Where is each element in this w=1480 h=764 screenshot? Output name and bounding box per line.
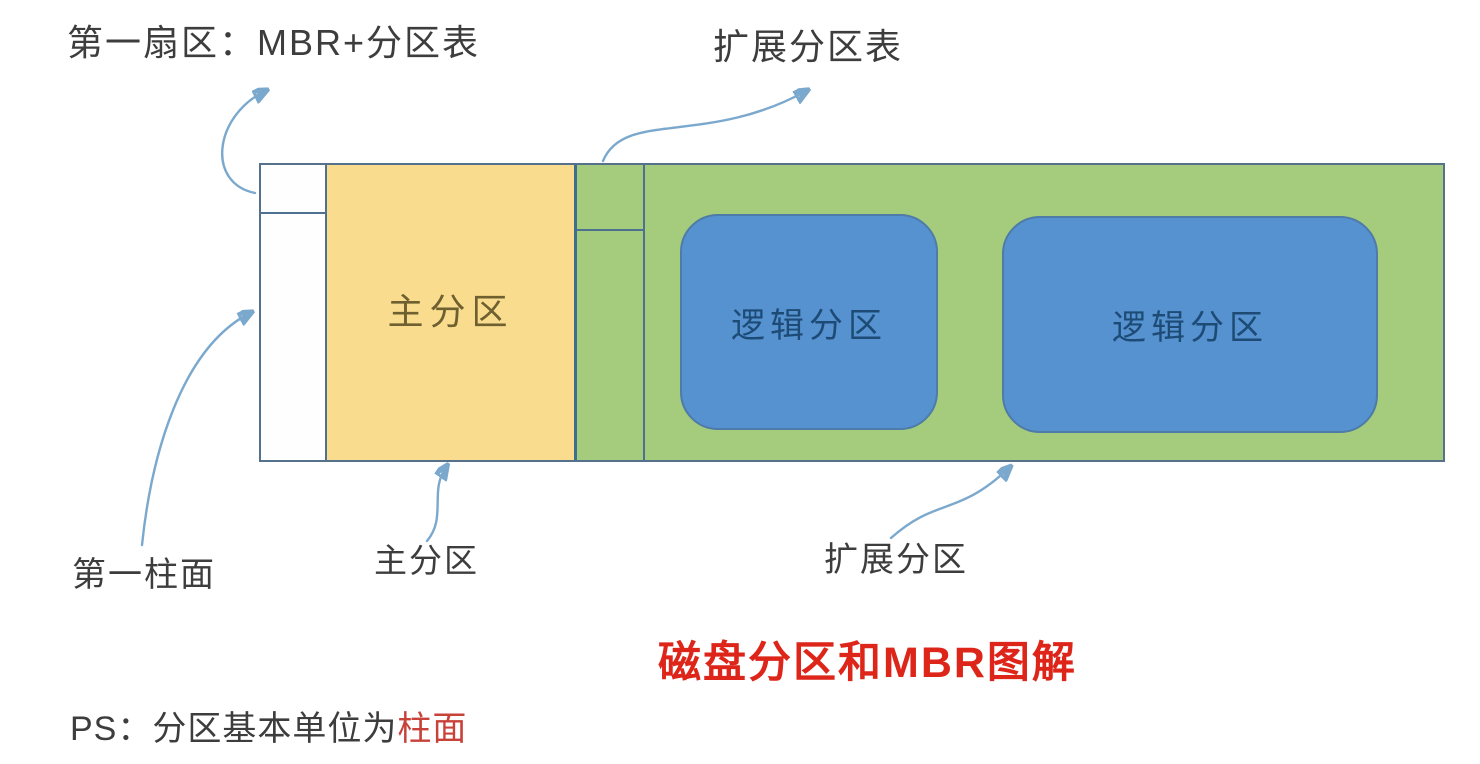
arrow-extended-partition-table [601,91,806,163]
primary-partition-section: 主分区 [327,165,577,460]
arrow-extended-partition [889,468,1009,540]
footnote-text: PS：分区基本单位为 [70,710,398,748]
extended-partition-table-box [577,165,643,231]
arrow-primary-partition [425,467,446,543]
label-first-sector: 第一扇区：MBR+分区表 [67,22,481,63]
logical-partition-1: 逻辑分区 [680,214,938,430]
extended-partition-table-section [577,165,645,460]
logical-partition-2: 逻辑分区 [1002,216,1378,433]
label-primary-partition: 主分区 [374,542,479,579]
arrow-first-cylinder [140,313,250,547]
label-extended-partition: 扩展分区 [824,541,968,579]
footnote: PS：分区基本单位为柱面 [70,701,467,750]
first-cylinder-section [261,165,327,460]
label-extended-partition-table: 扩展分区表 [713,26,904,67]
primary-partition-section-label: 主分区 [387,290,514,332]
mbr-sector-box [261,165,325,214]
extended-partition-section: 逻辑分区 逻辑分区 [645,165,1443,460]
label-first-cylinder: 第一柱面 [72,556,216,594]
footnote-highlight: 柱面 [397,710,468,748]
diagram-title: 磁盘分区和MBR图解 [658,639,1077,687]
disk-box: 主分区 逻辑分区 逻辑分区 [259,163,1445,462]
